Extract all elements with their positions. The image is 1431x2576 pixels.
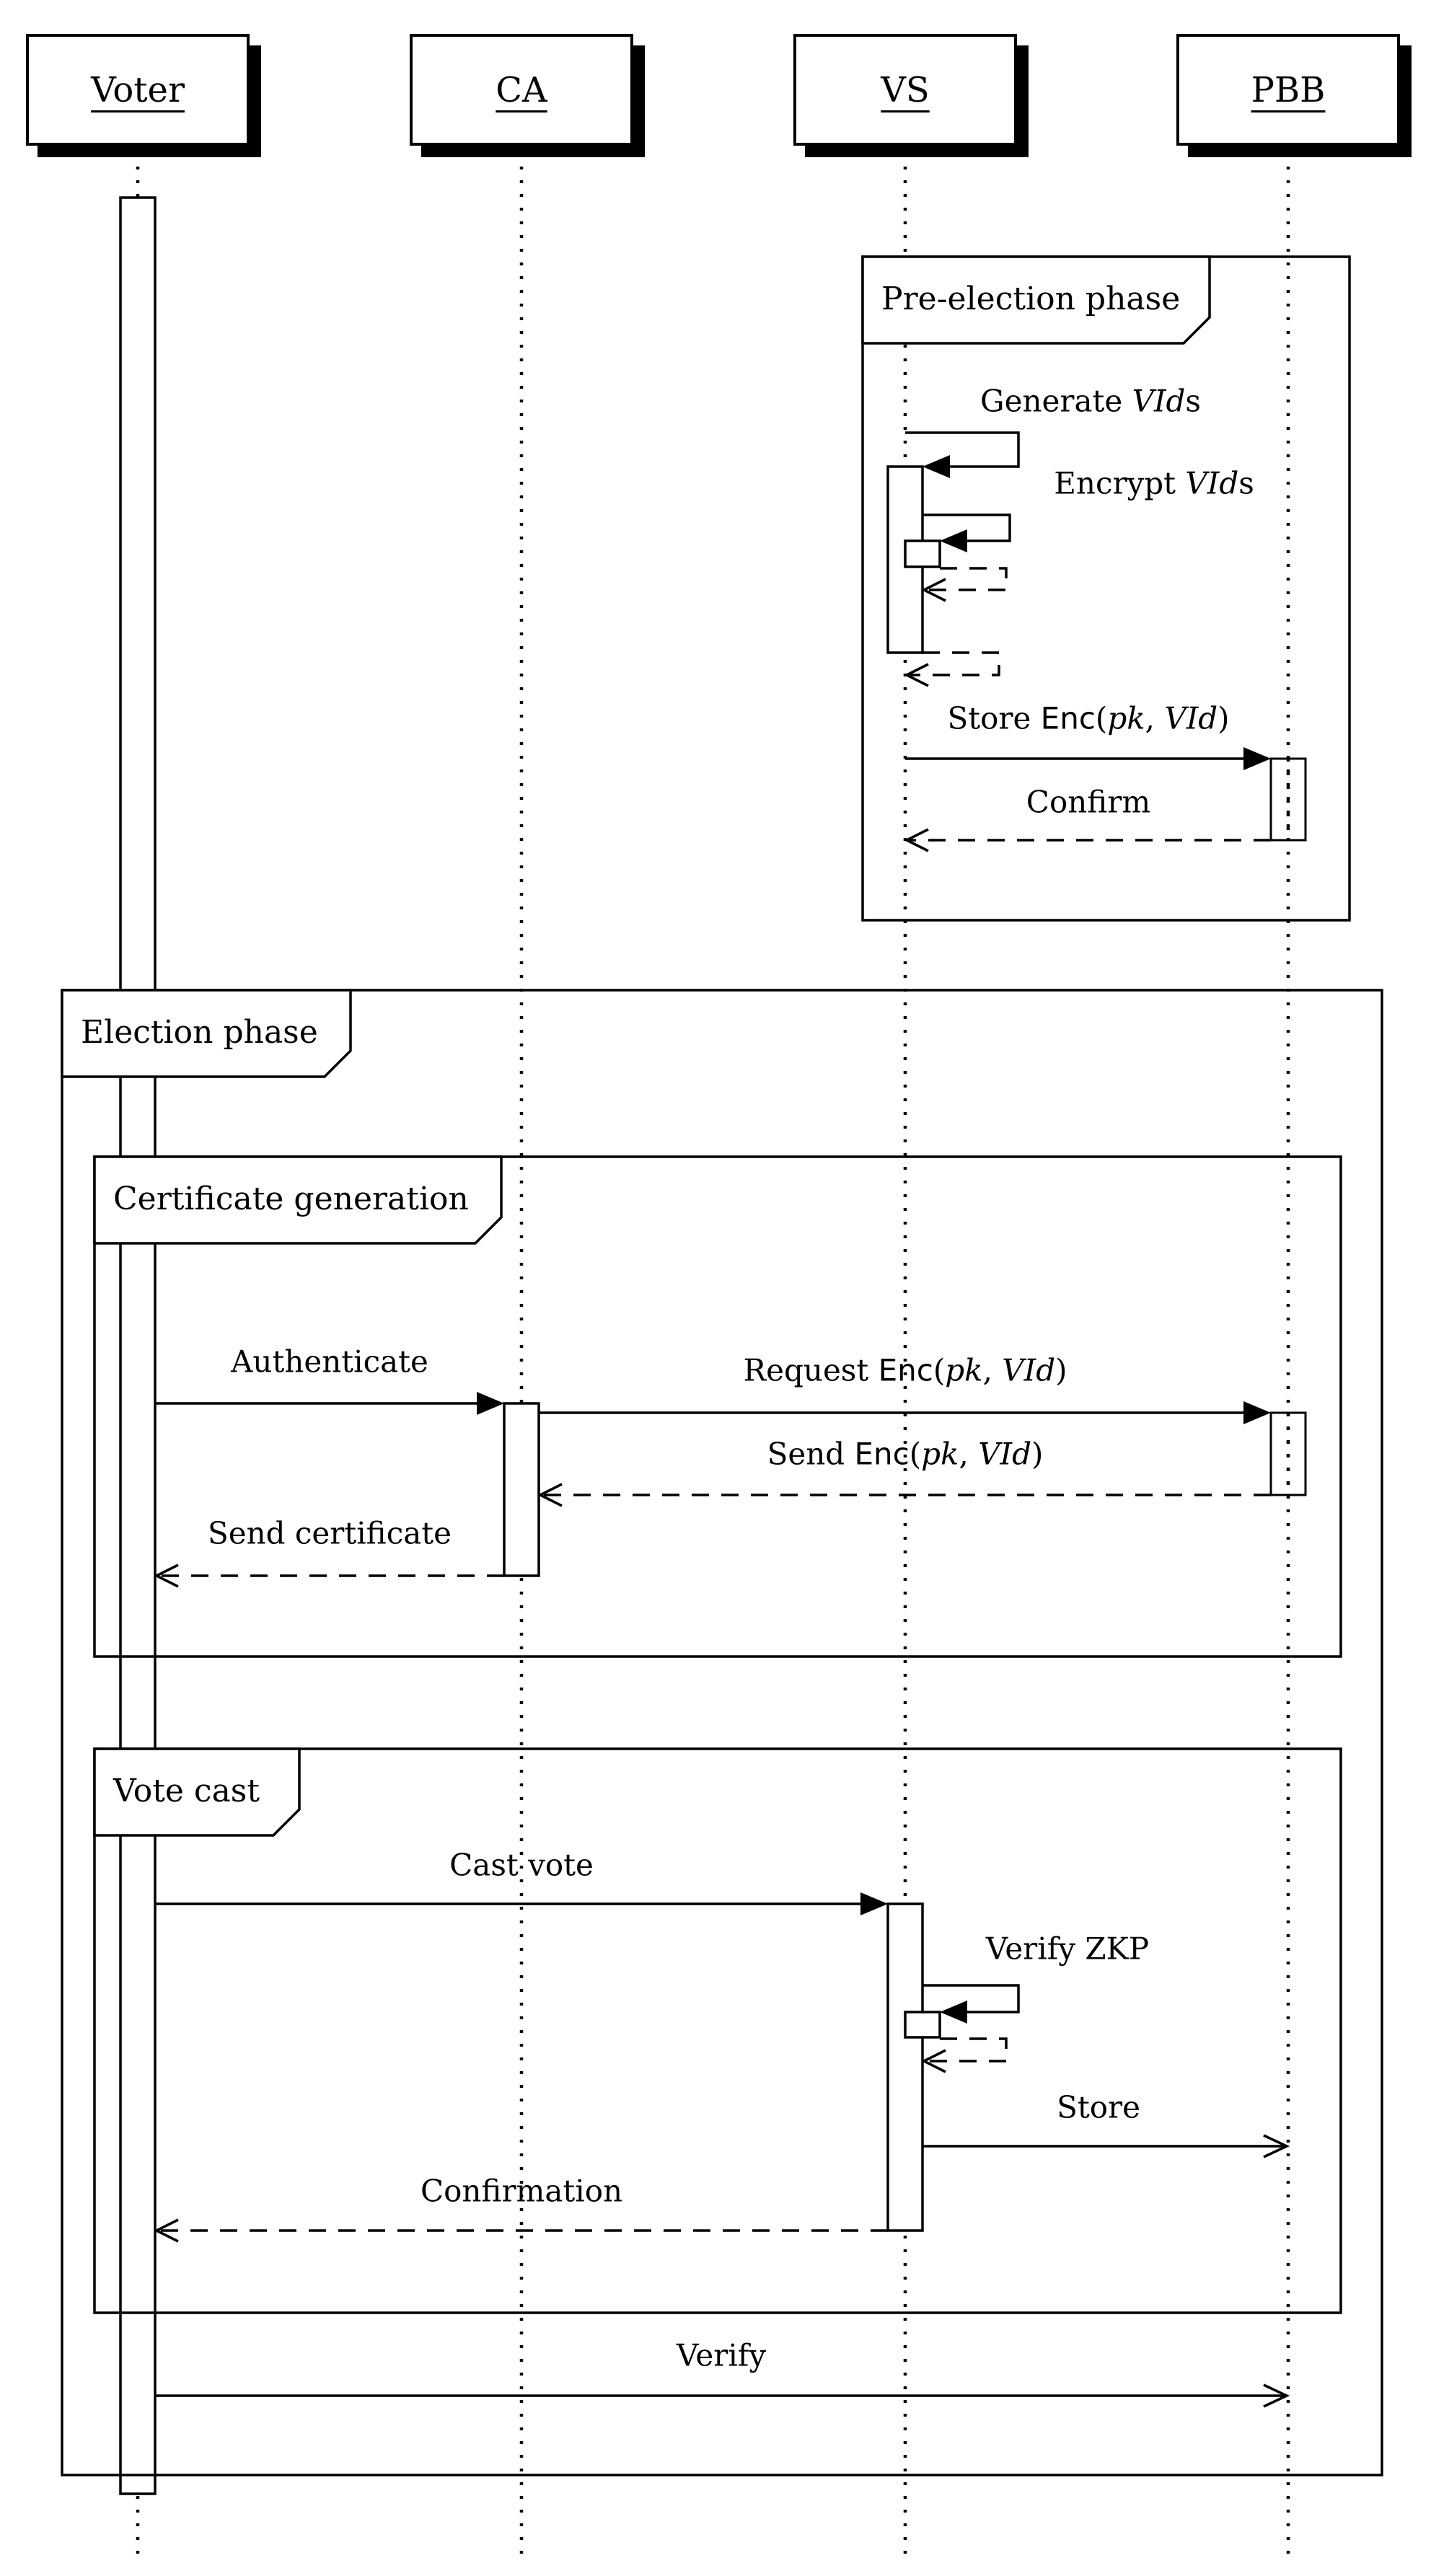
actor-label-ca: CA (496, 69, 547, 110)
actor-box-ca: CA (410, 34, 633, 146)
frame-vote-cast (93, 1747, 1342, 2314)
arrow-store (923, 2134, 1290, 2158)
frame-label-election: Election phase (81, 1013, 318, 1051)
arrow-encrypt-vids (923, 513, 1011, 552)
message-send-enc: Send Enc(pk, VId) (767, 1436, 1044, 1472)
arrow-generate-vids (905, 431, 1020, 478)
actor-box-pbb: PBB (1176, 34, 1400, 146)
activation-vs-verify-zkp (904, 2011, 941, 2039)
frame-certificate (93, 1155, 1342, 1658)
arrow-store-enc (905, 747, 1271, 770)
frame-label-certificate: Certificate generation (113, 1180, 469, 1217)
message-verify: Verify (676, 2337, 767, 2373)
actor-box-vs: VS (793, 34, 1017, 146)
frame-label-vote-cast: Vote cast (113, 1772, 260, 1809)
message-confirm: Confirm (1026, 784, 1151, 820)
arrow-verify-zkp-return (921, 2037, 1008, 2073)
message-store-enc: Store Enc(pk, VId) (947, 700, 1230, 736)
arrow-send-certificate (154, 1563, 504, 1588)
actor-box-voter: Voter (26, 34, 250, 146)
activation-voter (119, 196, 157, 2495)
arrow-cast-vote (155, 1892, 888, 1915)
actor-label-vs: VS (881, 69, 930, 110)
arrow-send-enc (537, 1483, 1271, 1507)
message-authenticate: Authenticate (231, 1344, 428, 1380)
actor-label-voter: Voter (91, 69, 185, 110)
message-generate-vids: Generate VIds (980, 383, 1201, 419)
frame-tab-vote-cast (93, 1747, 301, 1837)
arrow-authenticate (155, 1392, 504, 1415)
message-encrypt-vids: Encrypt VIds (1054, 465, 1254, 501)
arrow-confirmation (154, 2218, 888, 2243)
activation-vs-encrypt (904, 539, 941, 568)
frame-tab-pre-election (861, 255, 1211, 345)
message-confirmation: Confirmation (420, 2173, 623, 2209)
arrow-verify-zkp (923, 1984, 1020, 2024)
actor-label-pbb: PBB (1251, 69, 1326, 110)
message-verify-zkp: Verify ZKP (985, 1931, 1150, 1967)
frame-tab-election (61, 989, 352, 1078)
frame-tab-certificate (93, 1155, 503, 1245)
arrow-verify (155, 2383, 1290, 2408)
message-send-certificate: Send certificate (208, 1515, 452, 1551)
arrow-encrypt-return (921, 567, 1008, 602)
frame-election (61, 989, 1383, 2476)
arrow-generate-return (904, 651, 1000, 687)
message-store: Store (1057, 2089, 1140, 2125)
activation-ca-certificate (503, 1402, 540, 1577)
message-cast-vote: Cast vote (449, 1847, 594, 1883)
message-request-enc: Request Enc(pk, VId) (743, 1352, 1067, 1388)
arrow-confirm (904, 828, 1271, 852)
frame-label-pre-election: Pre-election phase (881, 280, 1181, 317)
activation-vs-vote-cast (886, 1902, 924, 2232)
arrow-request-enc (539, 1401, 1271, 1424)
